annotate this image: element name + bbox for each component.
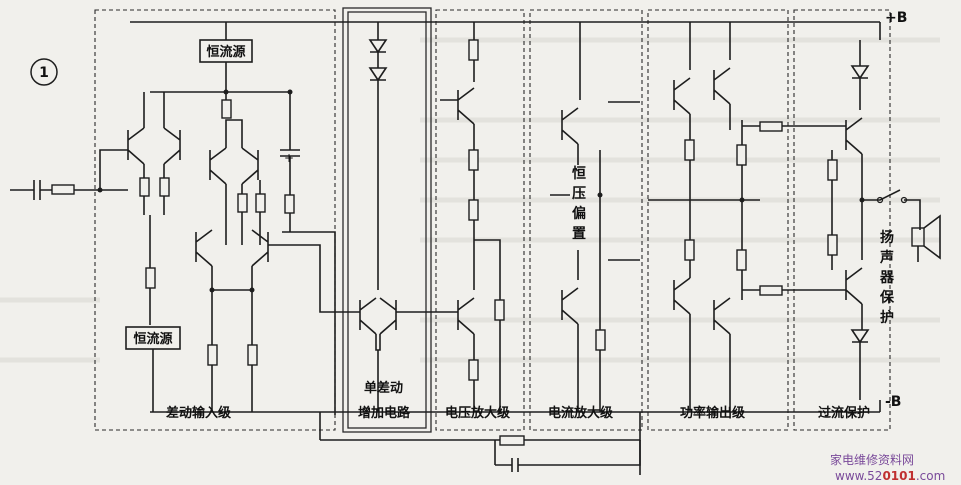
label-single-diff-1: 单差动	[364, 380, 403, 396]
feedback-network	[319, 412, 641, 475]
background-texture	[0, 37, 940, 363]
power-output-box	[647, 9, 789, 431]
constant-bias-char-2: 压	[572, 186, 586, 202]
speaker-protect-char-5: 护	[880, 309, 894, 326]
const-current-top-label: 恒流源	[206, 44, 245, 60]
speaker-protect-char-1: 扬	[880, 229, 894, 246]
speaker-protect-char-4: 保	[879, 289, 895, 306]
watermark-line1: 家电维修资料网	[830, 452, 914, 467]
watermark-line2: www.520101.com	[835, 469, 945, 483]
speaker-protect-char-3: 器	[879, 270, 895, 286]
label-power-output: 功率输出级	[680, 405, 746, 421]
supply-rails	[130, 21, 881, 413]
single-diff-box-inner	[347, 11, 427, 429]
speaker-icon	[911, 227, 925, 247]
watermark-part-c: .com	[916, 469, 945, 483]
speaker-protect-char-2: 声	[879, 249, 894, 266]
watermark: 家电维修资料网 www.520101.com	[830, 452, 945, 483]
const-current-bottom-label: 恒流源	[133, 331, 172, 347]
figure-number: 1	[39, 65, 49, 81]
single-diff-box-outer	[342, 7, 432, 433]
block-labels: 差动输入级 单差动 增加电路 电压放大级 电流放大级 功率输出级 过流保护	[166, 380, 870, 421]
constant-bias-char-3: 偏	[572, 205, 586, 222]
current-amp-stage: 恒 压 偏 置	[550, 22, 640, 412]
stage-boundaries	[94, 7, 891, 433]
input-stage-box	[94, 9, 336, 431]
watermark-part-a: www.52	[835, 469, 882, 483]
input-stage: 恒流源 + 恒流源	[10, 22, 360, 415]
single-diff-stage	[359, 22, 440, 412]
figure-number-badge: 1	[30, 58, 58, 86]
current-amp-box	[529, 9, 643, 431]
watermark-part-b: 0101	[882, 469, 915, 483]
overcurrent-stage: 扬 声 器 保 护 +B -B	[810, 10, 941, 410]
negative-rail-label: -B	[885, 394, 901, 410]
power-output-stage	[648, 22, 810, 412]
constant-bias-char-4: 置	[572, 225, 586, 242]
label-input-stage: 差动输入级	[166, 405, 232, 421]
cap-polarity-mark: +	[284, 151, 294, 165]
constant-bias-char-1: 恒	[572, 165, 586, 182]
overcurrent-box	[793, 9, 891, 431]
label-overcurrent: 过流保护	[818, 405, 870, 421]
label-voltage-amp: 电压放大级	[445, 405, 511, 421]
positive-rail-label: +B	[885, 10, 907, 26]
voltage-amp-stage	[440, 22, 505, 412]
voltage-amp-box	[435, 9, 525, 431]
label-current-amp: 电流放大级	[548, 405, 614, 421]
label-single-diff-2: 增加电路	[358, 405, 411, 421]
